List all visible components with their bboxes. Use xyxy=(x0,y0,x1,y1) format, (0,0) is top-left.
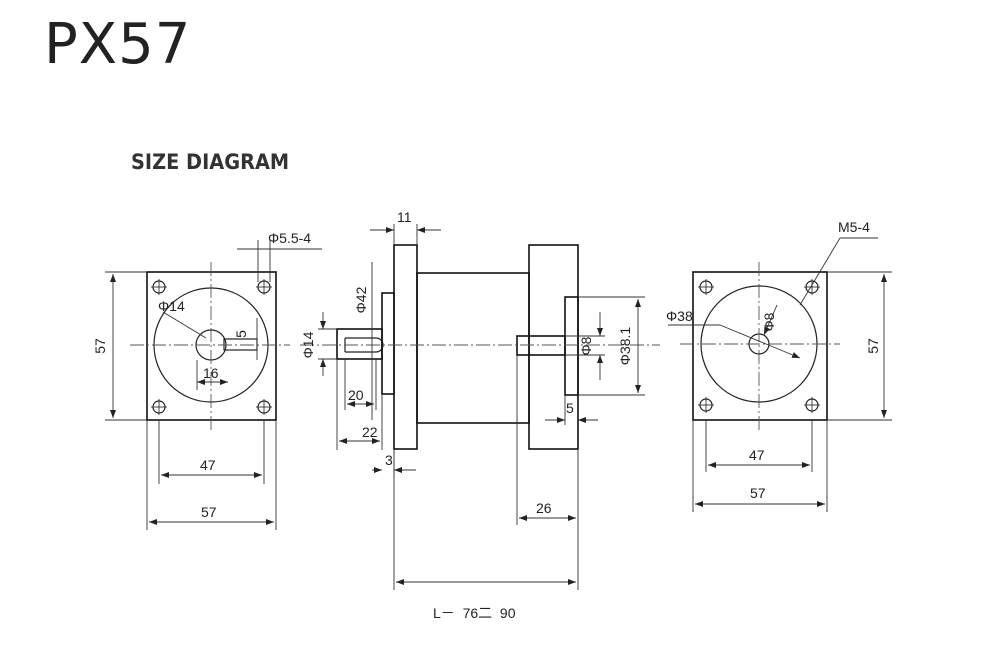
input-pilot-recess xyxy=(564,296,579,396)
gearbox-body xyxy=(416,272,530,424)
diagram-heading: SIZE DIAGRAM xyxy=(131,150,290,174)
shaft-dia-label: Φ14 xyxy=(300,331,316,358)
front-key-offset-label: 5 xyxy=(233,330,249,338)
front-flange-outline xyxy=(146,271,277,421)
front-view: 57 Φ5.5-4 Φ14 5 16 47 57 xyxy=(92,230,322,530)
front-hole-spec-label: Φ5.5-4 xyxy=(268,230,311,246)
input-shaft xyxy=(516,335,566,356)
front-hole-spacing-label: 47 xyxy=(200,457,216,473)
rear-mounting-holes xyxy=(698,279,820,413)
rear-bolt-circle-label: Φ38 xyxy=(666,308,693,324)
rear-width-label: 57 xyxy=(750,485,766,501)
input-pilot-depth-label: 5 xyxy=(566,400,574,416)
rear-height-label: 57 xyxy=(865,338,881,354)
rear-hole-spacing-label: 47 xyxy=(749,447,765,463)
input-shaft-dia-label: Φ8 xyxy=(578,336,594,355)
rear-bore-dia-label: Φ8 xyxy=(761,312,777,331)
shaft-length-label: 22 xyxy=(362,424,378,440)
input-pilot-dia-label: Φ38.1 xyxy=(617,327,633,366)
page-title: PX57 xyxy=(44,12,192,77)
front-key-width-label: 16 xyxy=(203,365,219,381)
rear-flange-outline xyxy=(692,271,828,421)
rear-tap-spec-label: M5-4 xyxy=(838,219,870,235)
overall-length-label: L－ 76二 90 xyxy=(433,605,516,621)
flange-dia-label: Φ42 xyxy=(353,286,369,313)
front-keyway xyxy=(223,338,258,351)
output-pilot xyxy=(381,292,395,395)
shaft-key-length-label: 20 xyxy=(348,387,364,403)
rear-view: M5-4 Φ38 Φ8 57 47 57 xyxy=(666,219,892,512)
output-shaft xyxy=(336,328,383,360)
pilot-length-label: 3 xyxy=(385,452,393,468)
output-flange xyxy=(393,244,418,450)
front-pilot-label: Φ14 xyxy=(158,298,185,314)
front-width-label: 57 xyxy=(201,504,217,520)
input-flange xyxy=(528,244,579,450)
flange-thickness-label: 11 xyxy=(397,209,412,225)
front-height-label: 57 xyxy=(92,338,108,354)
front-mounting-holes xyxy=(151,279,272,415)
side-view: 11 Φ42 Φ14 20 22 3 Φ8 Φ38.1 xyxy=(300,209,660,621)
input-flange-length-label: 26 xyxy=(536,500,552,516)
